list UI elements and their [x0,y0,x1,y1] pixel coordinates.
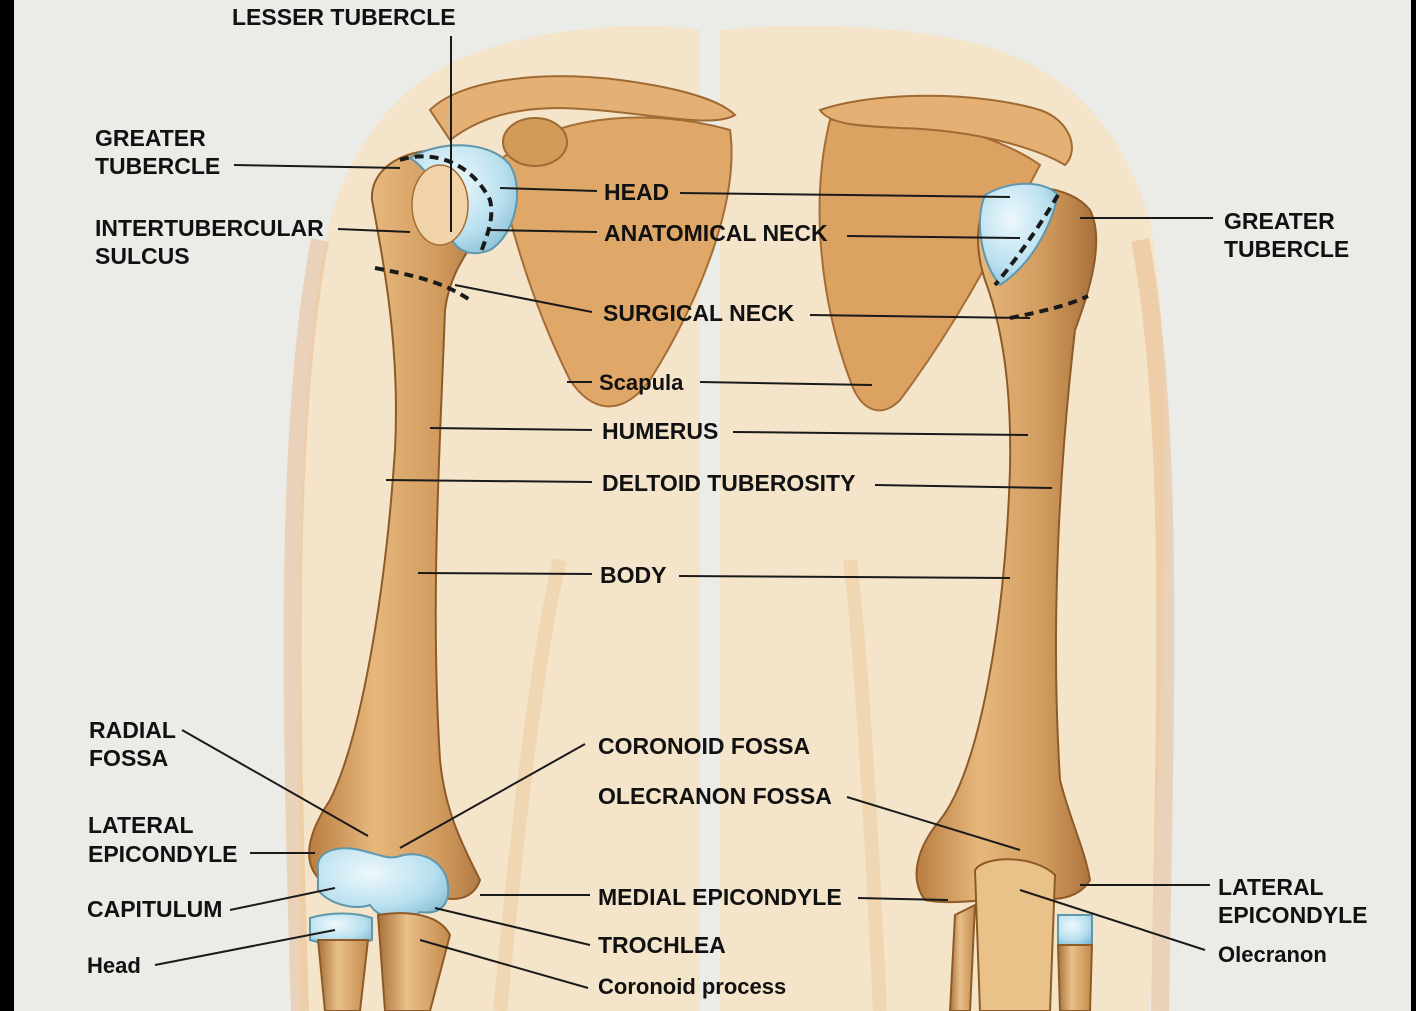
label-capitulum: CAPITULUM [87,896,222,922]
label-radial-fossa-line2: FOSSA [89,745,168,771]
radius-left [318,940,368,1011]
label-lateral-epicondyle-left-line2: EPICONDYLE [88,841,238,867]
label-scapula: Scapula [599,370,684,395]
label-deltoid-tuberosity: DELTOID TUBEROSITY [602,470,855,496]
lesser-tubercle-left [412,165,468,245]
label-greater-tubercle-left-line1: GREATER [95,125,206,151]
label-coronoid-fossa: CORONOID FOSSA [598,733,810,759]
label-greater-tubercle-left-line2: TUBERCLE [95,153,220,179]
forearm-right [1058,945,1092,1011]
ulna-right-lateral [950,905,975,1011]
label-humerus: HUMERUS [602,418,718,444]
label-greater-tubercle-right-line1: GREATER [1224,208,1335,234]
label-surgical-neck: SURGICAL NECK [603,300,795,326]
label-trochlea: TROCHLEA [598,932,726,958]
label-lateral-epicondyle-left-line1: LATERAL [88,812,194,838]
label-anatomical-neck: ANATOMICAL NECK [604,220,828,246]
olecranon-right [975,859,1055,1011]
label-olecranon-fossa: OLECRANON FOSSA [598,783,832,809]
label-coronoid-process: Coronoid process [598,974,786,999]
label-intertubercular-line1: INTERTUBERCULAR [95,215,324,241]
label-intertubercular-line2: SULCUS [95,243,190,269]
coracoid-left [503,118,567,166]
label-olecranon: Olecranon [1218,942,1327,967]
radius-head-right [1058,915,1092,945]
label-head: HEAD [604,179,669,205]
label-greater-tubercle-right-line2: TUBERCLE [1224,236,1349,262]
humerus-diagram: LESSER TUBERCLE GREATER TUBERCLE INTERTU… [14,0,1411,1011]
diagram-frame: LESSER TUBERCLE GREATER TUBERCLE INTERTU… [14,0,1411,1011]
label-medial-epicondyle: MEDIAL EPICONDYLE [598,884,842,910]
label-radial-fossa-line1: RADIAL [89,717,176,743]
label-body: BODY [600,562,666,588]
label-lateral-epicondyle-right-line2: EPICONDYLE [1218,902,1368,928]
label-lateral-epicondyle-right-line1: LATERAL [1218,874,1324,900]
label-lesser-tubercle: LESSER TUBERCLE [232,4,456,30]
label-head-radius: Head [87,953,141,978]
